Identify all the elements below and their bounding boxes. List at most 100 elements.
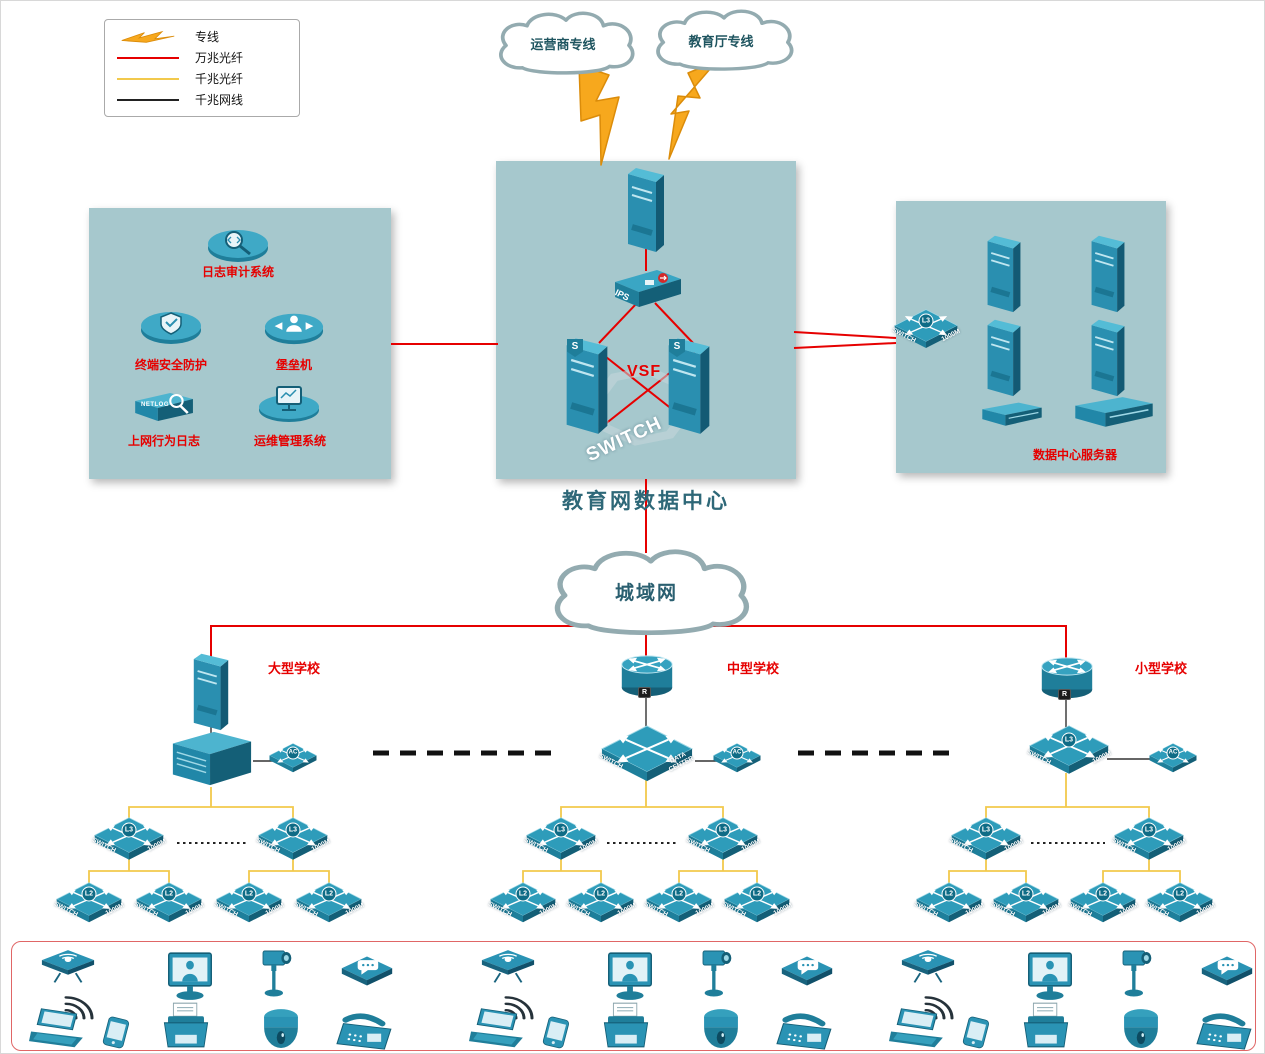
netlog-icon: NETLOG — [129, 387, 195, 427]
school1-l2-switch: L2 SWITCH 1000M — [133, 881, 206, 923]
edu-cloud-label: 教育厅专线 — [688, 34, 754, 50]
school2-l3-switch: L3 SWITCH 1000M — [685, 816, 762, 861]
laptop-icon — [888, 1007, 947, 1049]
netlog-label: 上网行为日志 — [128, 434, 201, 448]
l2-badge: L2 — [941, 886, 957, 902]
ips-device-icon: IPS — [607, 267, 687, 315]
wireless-ap-icon — [39, 947, 97, 987]
bastion-host-label: 堡垒机 — [276, 358, 313, 372]
l3-badge: L3 — [715, 822, 731, 838]
school2-l2-switch: L2 SWITCH 1000M — [721, 881, 794, 923]
school1-core-chassis-icon — [167, 727, 255, 789]
chat-terminal-icon — [779, 951, 835, 991]
legend-row-10g: 万兆光纤 — [117, 49, 287, 66]
dome-camera-icon — [699, 1004, 743, 1048]
school1-ac-controller: AC — [268, 742, 318, 773]
legend-label: 专线 — [195, 30, 220, 44]
ops-management-label: 运维管理系统 — [254, 434, 327, 448]
school3-l2-switch: L2 SWITCH 1000M — [913, 881, 986, 923]
server-shield-badge: S — [567, 339, 583, 357]
l3-badge: L3 — [285, 822, 301, 838]
printer-icon — [159, 1001, 213, 1049]
school2-ac-controller: AC — [712, 742, 762, 773]
metro-cloud-label: 城域网 — [614, 583, 678, 605]
school1-l2-switch: L2 SWITCH 1000M — [213, 881, 286, 923]
legend-row-1g-fiber: 千兆光纤 — [117, 70, 287, 87]
printer-icon — [599, 1001, 653, 1049]
school3-l2-switch: L2 SWITCH 1000M — [1067, 881, 1140, 923]
core-firewall-tower-icon — [623, 165, 669, 253]
school2-core-switch: SWITCH DATA CENTER — [598, 724, 695, 783]
log-audit-icon — [206, 225, 270, 265]
storage-array-icon — [1071, 395, 1157, 431]
school1-l2-switch: L2 SWITCH 1000M — [293, 881, 366, 923]
telephone-icon — [337, 1009, 393, 1051]
chat-terminal-icon — [339, 951, 395, 991]
l2-badge: L2 — [321, 886, 337, 902]
telephone-icon — [777, 1009, 833, 1051]
log-audit-label: 日志审计系统 — [202, 265, 275, 279]
l3-badge: L3 — [1061, 732, 1077, 748]
monitor-icon — [1021, 951, 1079, 1001]
l2-badge: L2 — [81, 886, 97, 902]
smartphone-icon — [953, 1015, 997, 1051]
l2-badge: L2 — [1095, 886, 1111, 902]
server-zone-title: 数据中心服务器 — [1033, 448, 1118, 462]
ac-badge: AC — [1166, 746, 1180, 760]
endpoint-zone — [11, 941, 1256, 1051]
smartphone-icon — [93, 1015, 137, 1051]
datacenter-title: 教育网数据中心 — [562, 489, 730, 513]
school2-l3-switch: L3 SWITCH 1000M — [523, 816, 600, 861]
legend-label: 千兆光纤 — [195, 72, 244, 86]
storage-array-icon — [979, 401, 1045, 429]
black-line-swatch — [117, 98, 179, 101]
router-badge: R — [638, 687, 652, 698]
l2-badge: L2 — [1172, 886, 1188, 902]
legend-row-1g-cable: 千兆网线 — [117, 91, 287, 108]
school2-l2-switch: L2 SWITCH 1000M — [643, 881, 716, 923]
isp-cloud: 运营商专线 — [488, 9, 638, 79]
netlog-icon-text: NETLOG — [141, 402, 169, 408]
vsf-label: VSF — [627, 363, 662, 380]
ac-badge: AC — [286, 746, 300, 760]
school1-l2-switch: L2 SWITCH 1000M — [53, 881, 126, 923]
rack-server-icon — [1087, 317, 1129, 397]
school-name: 中型学校 — [727, 661, 780, 676]
school3-ac-controller: AC — [1148, 742, 1198, 773]
monitor-icon — [161, 951, 219, 1001]
school2-l2-switch: L2 SWITCH 1000M — [565, 881, 638, 923]
legend-label: 万兆光纤 — [195, 51, 244, 65]
ac-badge: AC — [730, 746, 744, 760]
legend-label: 千兆网线 — [195, 93, 244, 107]
chat-terminal-icon — [1199, 951, 1255, 991]
laptop-icon — [468, 1007, 527, 1049]
l3-badge: L3 — [1141, 822, 1157, 838]
l3-badge: L3 — [121, 822, 137, 838]
monitor-icon — [601, 951, 659, 1001]
legend: 专线 万兆光纤 千兆光纤 千兆网线 — [104, 19, 300, 117]
edu-cloud: 教育厅专线 — [645, 7, 797, 75]
l2-badge: L2 — [515, 886, 531, 902]
l2-badge: L2 — [241, 886, 257, 902]
legend-row-dedicated: 专线 — [117, 28, 287, 45]
yellow-line-swatch — [117, 77, 179, 80]
school3-l2-switch: L2 SWITCH 1000M — [1144, 881, 1217, 923]
l2-badge: L2 — [671, 886, 687, 902]
terminal-security-label: 终端安全防护 — [135, 358, 208, 372]
school3-l3-switch: L3 SWITCH 1000M — [1111, 816, 1188, 861]
wireless-ap-icon — [479, 947, 537, 987]
l3-badge: L3 — [918, 313, 934, 329]
school3-core-switch: L3 SWITCH 1000M — [1026, 724, 1113, 775]
printer-icon — [1019, 1001, 1073, 1049]
isp-cloud-label: 运营商专线 — [530, 37, 596, 53]
school1-l3-switch: L3 SWITCH 1000M — [91, 816, 168, 861]
school1-server-icon — [189, 651, 233, 731]
metro-cloud: 城域网 — [539, 546, 754, 641]
l2-badge: L2 — [749, 886, 765, 902]
ops-management-icon — [257, 383, 321, 423]
rack-server-icon — [1087, 233, 1129, 313]
ptz-camera-icon — [693, 947, 743, 999]
l3-badge: L3 — [553, 822, 569, 838]
lightning-icon — [121, 30, 175, 43]
